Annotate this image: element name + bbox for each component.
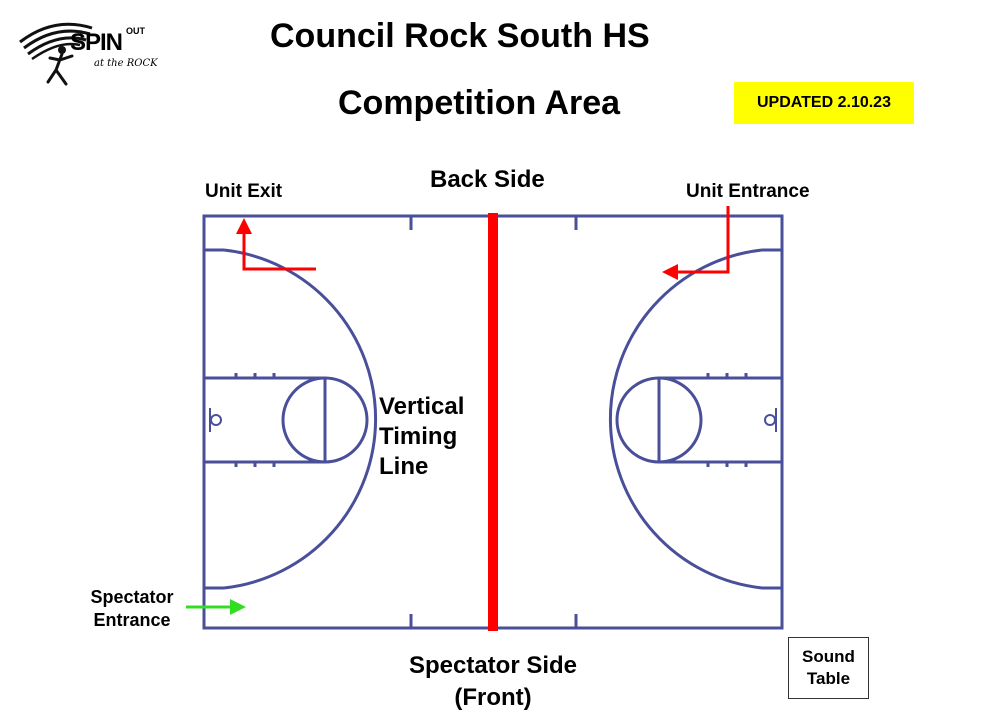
back-side-label: Back Side (430, 166, 545, 193)
updated-badge: UPDATED 2.10.23 (734, 82, 914, 124)
spectator-side-label: Spectator Side (Front) (383, 650, 603, 714)
unit-exit-label: Unit Exit (205, 181, 283, 202)
court-lines (202, 214, 784, 630)
timing-label-line1: Vertical (379, 393, 465, 420)
logo-swoosh-icon (19, 22, 93, 86)
sound-table-line2: Table (806, 669, 851, 688)
left-key (202, 376, 327, 464)
right-free-throw-circle (615, 376, 703, 464)
vertical-timing-line-label: Vertical Timing Line (379, 392, 464, 482)
timing-label-line3: Line (379, 453, 429, 480)
spectator-entrance-label: Spectator Entrance (78, 586, 186, 632)
unit-entrance-label: Unit Entrance (686, 181, 810, 202)
spectator-entrance-arrow-icon (186, 599, 246, 615)
left-free-throw-circle (281, 376, 369, 464)
right-key (657, 376, 784, 464)
sound-table-box: Sound Table (788, 637, 869, 699)
left-three-point-arc (223, 248, 378, 590)
spectator-entrance-line2: Entrance (93, 610, 171, 630)
right-three-point-arc (608, 248, 763, 590)
timing-label-line2: Timing (379, 423, 458, 450)
unit-exit-arrow-icon (236, 218, 316, 271)
spinout-logo: SPIN OUT at the ROCK (14, 12, 174, 92)
spectator-side-line1: Spectator Side (408, 652, 578, 679)
page-title-line2: Competition Area (338, 84, 621, 122)
logo-main-text: SPIN (70, 29, 123, 56)
page-title-line1: Council Rock South HS (270, 17, 650, 55)
unit-entrance-arrow-icon (662, 206, 730, 280)
spectator-side-line2: (Front) (454, 684, 532, 711)
logo-superscript-text: OUT (126, 26, 145, 36)
spectator-entrance-line1: Spectator (90, 587, 174, 607)
logo-sub-text: at the ROCK (94, 58, 158, 69)
sound-table-line1: Sound (802, 647, 855, 666)
vertical-timing-line (488, 213, 498, 631)
